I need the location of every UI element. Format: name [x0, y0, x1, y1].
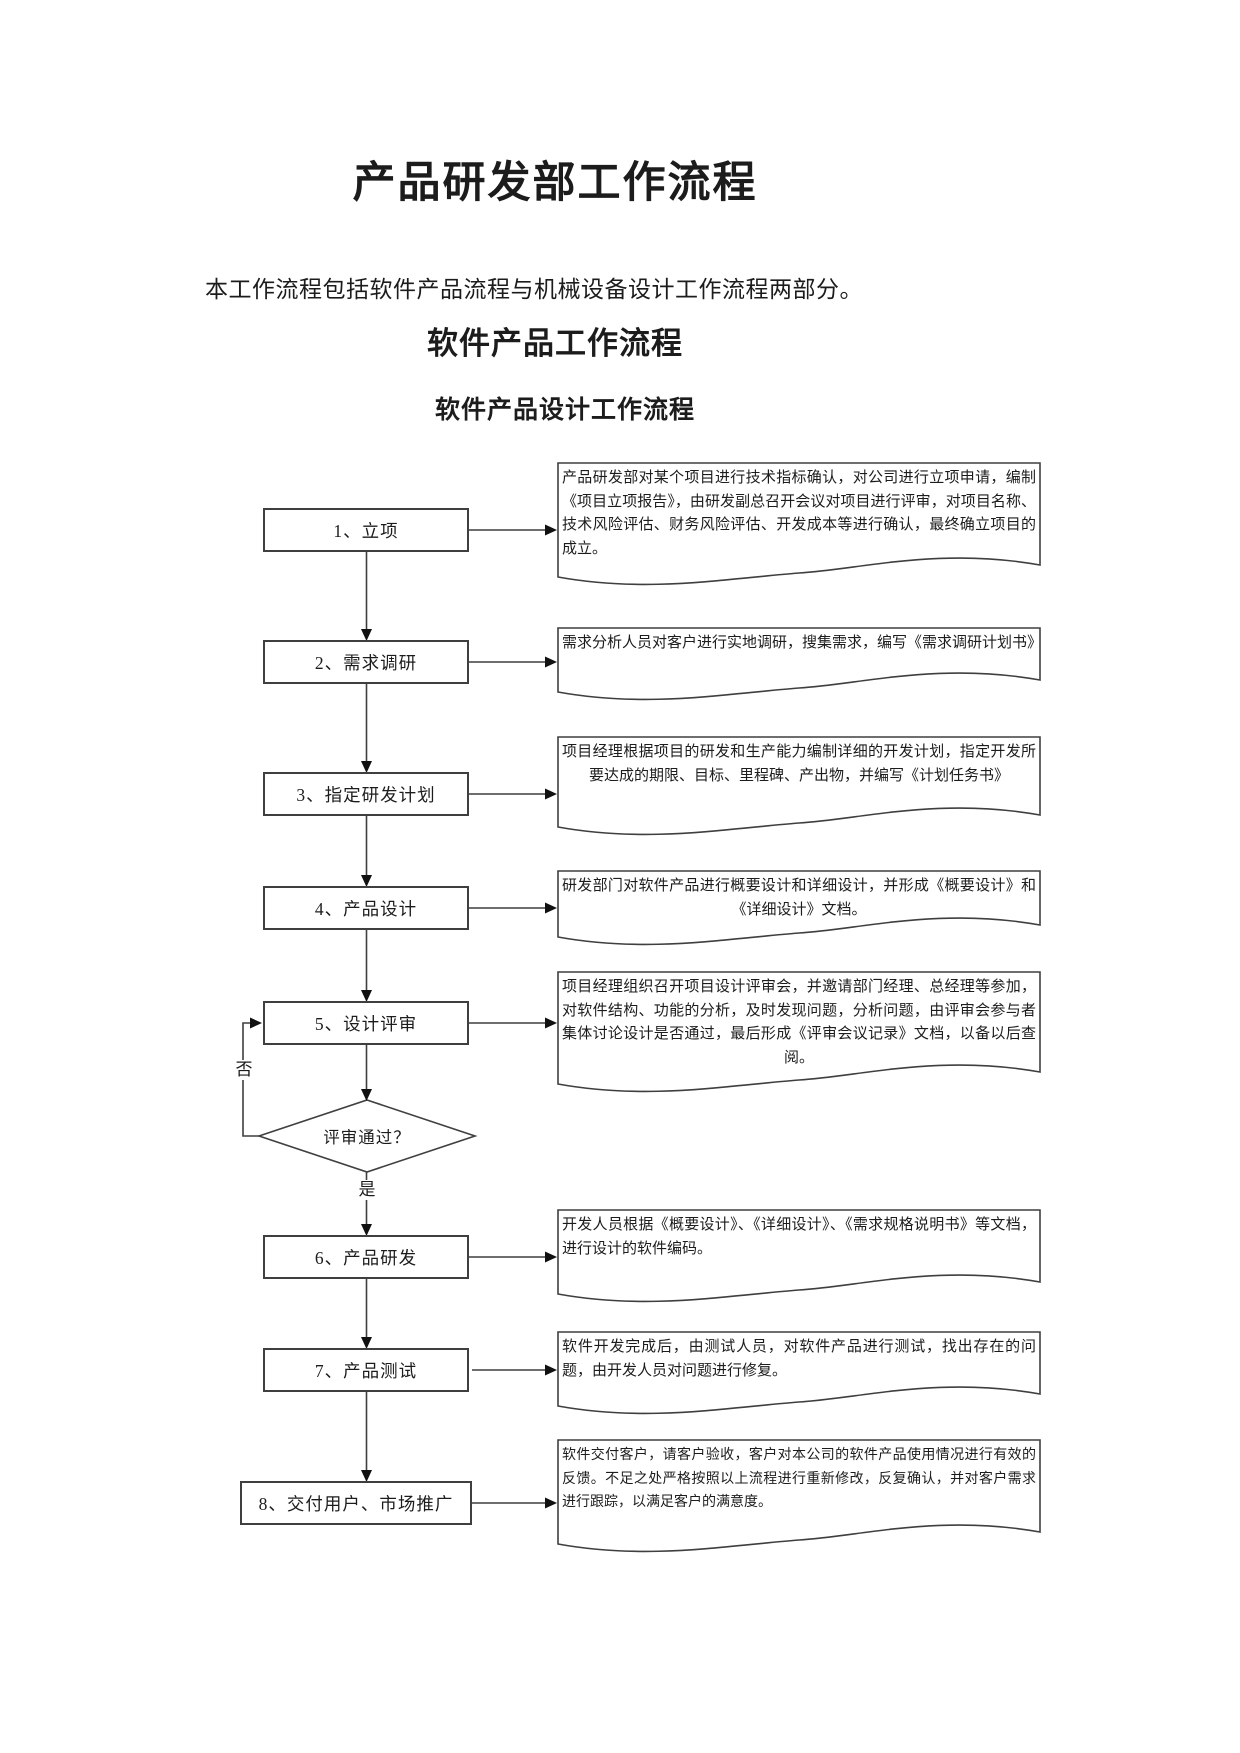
- decision-no-label: 否: [231, 1060, 257, 1080]
- decision-yes-label: 是: [353, 1180, 381, 1200]
- flow-annotation-7: 软件开发完成后，由测试人员，对软件产品进行测试，找出存在的问题，由开发人员对问题…: [562, 1339, 1036, 1379]
- subsection-heading: 软件产品设计工作流程: [434, 397, 695, 424]
- arrowhead-right-1: [545, 524, 557, 536]
- flow-step-label-3: 3、指定研发计划: [296, 784, 436, 805]
- arrowhead-right-7: [545, 1364, 557, 1376]
- document-shape-7: [557, 1331, 1041, 1415]
- document-shape-6: [557, 1209, 1041, 1303]
- flow-annotation-3: 项目经理根据项目的研发和生产能力编制详细的开发计划，指定开发所要达成的期限、目标…: [562, 744, 1036, 784]
- arrowhead-down-8: [361, 1470, 372, 1482]
- arrowhead-right-3: [545, 788, 557, 800]
- flow-step-label-7: 7、产品测试: [314, 1360, 418, 1381]
- arrowhead-right-6: [545, 1251, 557, 1263]
- page-title: 产品研发部工作流程: [352, 160, 758, 207]
- arrowhead-down-1: [361, 629, 372, 641]
- flow-annotation-2: 需求分析人员对客户进行实地调研，搜集需求，编写《需求调研计划书》: [562, 635, 1043, 651]
- document-shape-2: [557, 627, 1041, 701]
- decision-label: 评审通过？: [323, 1128, 411, 1147]
- flow-annotation-4: 研发部门对软件产品进行概要设计和详细设计，并形成《概要设计》和《详细设计》文档。: [562, 878, 1036, 918]
- document-shape-5: [557, 971, 1041, 1093]
- document-shape-8: [557, 1439, 1041, 1553]
- intro-paragraph: 本工作流程包括软件产品流程与机械设备设计工作流程两部分。: [205, 277, 863, 302]
- flow-step-box-3: 3、指定研发计划: [263, 772, 469, 816]
- arrowhead-down-5: [361, 1089, 372, 1101]
- document-shape-4: [557, 870, 1041, 946]
- arrowhead-right-4: [545, 902, 557, 914]
- arrowhead-right-5: [545, 1017, 557, 1029]
- flow-annotation-1: 产品研发部对某个项目进行技术指标确认，对公司进行立项申请，编制《项目立项报告》，…: [562, 470, 1036, 557]
- document-shape-1: [557, 462, 1041, 586]
- document-shape-3: [557, 736, 1041, 836]
- flow-annotation-6: 开发人员根据《概要设计》、《详细设计》、《需求规格说明书》等文档，进行设计的软件…: [562, 1217, 1036, 1257]
- arrowhead-feedback: [250, 1017, 262, 1029]
- flow-step-label-5: 5、设计评审: [314, 1013, 418, 1034]
- flow-step-label-1: 1、立项: [333, 520, 399, 541]
- flow-step-box-4: 4、产品设计: [263, 886, 469, 930]
- arrowhead-down-4: [361, 990, 372, 1002]
- flow-step-label-2: 2、需求调研: [314, 652, 418, 673]
- flow-step-label-8: 8、交付用户、市场推广: [258, 1493, 454, 1514]
- flow-step-box-8: 8、交付用户、市场推广: [240, 1481, 472, 1525]
- arrowhead-down-7: [361, 1337, 372, 1349]
- arrowhead-right-2: [545, 656, 557, 668]
- flow-step-box-6: 6、产品研发: [263, 1235, 469, 1279]
- flow-step-box-7: 7、产品测试: [263, 1348, 469, 1392]
- flow-step-label-4: 4、产品设计: [314, 898, 418, 919]
- arrowhead-right-8: [545, 1497, 557, 1509]
- flow-step-label-6: 6、产品研发: [314, 1247, 418, 1268]
- flow-annotation-8: 软件交付客户，请客户验收，客户对本公司的软件产品使用情况进行有效的反馈。不足之处…: [562, 1448, 1036, 1510]
- flow-step-box-1: 1、立项: [263, 508, 469, 552]
- arrowhead-down-2: [361, 761, 372, 773]
- flow-annotation-5: 项目经理组织召开项目设计评审会，并邀请部门经理、总经理等参加，对软件结构、功能的…: [562, 979, 1036, 1066]
- arrowhead-down-3: [361, 875, 372, 887]
- arrowhead-down-6: [361, 1224, 372, 1236]
- section-heading: 软件产品工作流程: [427, 326, 683, 361]
- flow-step-box-5: 5、设计评审: [263, 1001, 469, 1045]
- flow-step-box-2: 2、需求调研: [263, 640, 469, 684]
